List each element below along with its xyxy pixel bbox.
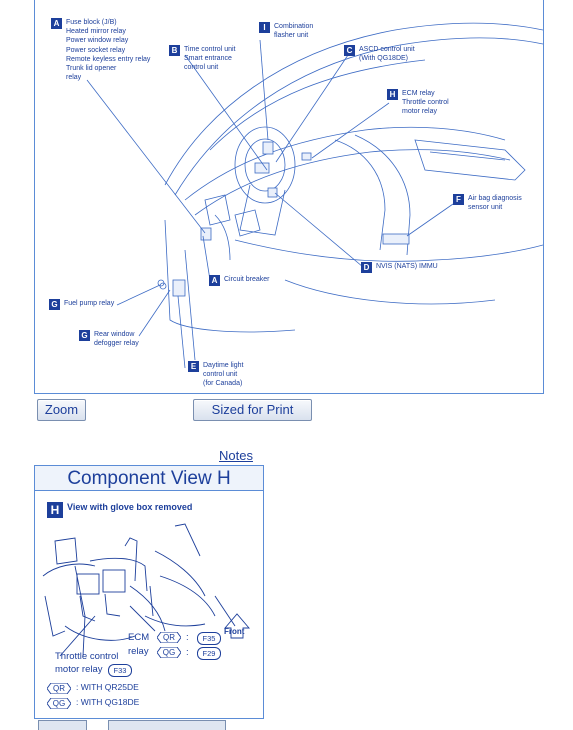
throttle-label-line2: motor relay bbox=[55, 664, 103, 675]
callout-airbag-sensor: F Air bag diagnosis sensor unit bbox=[453, 194, 522, 212]
callout-badge: I bbox=[259, 22, 270, 33]
callout-line: Smart entrance bbox=[184, 55, 232, 63]
qr-badge-ecm: QR bbox=[157, 632, 181, 643]
callout-line: Heated mirror relay bbox=[66, 28, 126, 36]
sized-for-print-button[interactable]: Sized for Print bbox=[193, 399, 312, 421]
callout-rear-window-defogger: G Rear window defogger relay bbox=[79, 330, 139, 348]
callout-line: control unit bbox=[203, 371, 238, 379]
callout-badge: E bbox=[188, 361, 199, 372]
zoom-button[interactable]: Zoom bbox=[37, 399, 86, 421]
callout-time-control-unit: B Time control unit Smart entrance contr… bbox=[169, 45, 235, 73]
connector-f35: F35 bbox=[197, 632, 221, 645]
partial-print-button[interactable] bbox=[108, 720, 226, 730]
front-label: Front bbox=[224, 627, 245, 636]
callout-line: Fuel pump relay bbox=[64, 300, 115, 307]
component-view-badge: H bbox=[47, 502, 63, 518]
connector-f29: F29 bbox=[197, 647, 221, 660]
callout-line: (With QG18DE) bbox=[359, 55, 409, 63]
qr-badge-text: QR bbox=[163, 633, 175, 642]
callout-badge: G bbox=[49, 299, 60, 310]
bottom-partial-buttons bbox=[38, 718, 226, 730]
legend-qr-label: : WITH QR25DE bbox=[76, 682, 139, 692]
notes-link[interactable]: Notes bbox=[219, 448, 253, 463]
callout-line: sensor unit bbox=[468, 204, 503, 212]
callout-line: relay bbox=[66, 74, 82, 82]
throttle-label-line1: Throttle control bbox=[55, 651, 119, 662]
callout-line: Trunk lid opener bbox=[66, 65, 117, 73]
callout-circuit-breaker: A Circuit breaker bbox=[209, 275, 270, 286]
legend-qg-badge: QG bbox=[47, 698, 71, 709]
callout-line: Rear window bbox=[94, 331, 135, 338]
callout-nvis-immu: D NVIS (NATS) IMMU bbox=[361, 262, 438, 273]
callout-line: (for Canada) bbox=[203, 380, 243, 388]
callout-line: control unit bbox=[184, 64, 219, 72]
callout-line: motor relay bbox=[402, 108, 438, 116]
callout-line: NVIS (NATS) IMMU bbox=[376, 263, 438, 270]
connector-f33: F33 bbox=[108, 664, 132, 677]
callout-line: Circuit breaker bbox=[224, 276, 270, 283]
callout-badge: A bbox=[209, 275, 220, 286]
partial-zoom-button[interactable] bbox=[38, 720, 87, 730]
colon-separator: : bbox=[186, 632, 189, 643]
dashboard-diagram-panel: A Fuse block (J/B) Heated mirror relay P… bbox=[34, 0, 544, 394]
callout-badge: G bbox=[79, 330, 90, 341]
callout-badge: A bbox=[51, 18, 62, 29]
callout-daytime-light: E Daytime light control unit (for Canada… bbox=[188, 361, 243, 389]
component-view-title: Component View H bbox=[35, 466, 263, 491]
callout-badge: H bbox=[387, 89, 398, 100]
callout-line: Fuse block (J/B) bbox=[66, 19, 117, 26]
colon-separator: : bbox=[186, 647, 189, 658]
callout-line: ECM relay bbox=[402, 90, 435, 97]
callout-line: Remote keyless entry relay bbox=[66, 55, 151, 63]
callout-ecm-relay: H ECM relay Throttle control motor relay bbox=[387, 89, 449, 117]
ecm-label: ECM bbox=[128, 632, 150, 643]
callout-badge: F bbox=[453, 194, 464, 205]
callout-line: Throttle control bbox=[402, 99, 449, 107]
callout-badge: C bbox=[344, 45, 355, 56]
callout-line: ASCD control unit bbox=[359, 46, 415, 53]
legend-qg-label: : WITH QG18DE bbox=[76, 697, 140, 707]
callout-line: Daytime light bbox=[203, 362, 244, 369]
callout-line: defogger relay bbox=[94, 340, 139, 348]
callout-line: Time control unit bbox=[184, 46, 236, 53]
callout-line: flasher unit bbox=[274, 32, 309, 40]
callout-ascd-control-unit: C ASCD control unit (With QG18DE) bbox=[344, 45, 415, 63]
component-view-subtitle: View with glove box removed bbox=[67, 502, 193, 512]
callout-fuse-block: A Fuse block (J/B) Heated mirror relay P… bbox=[51, 18, 150, 82]
relay-label: relay bbox=[128, 646, 149, 657]
legend-qr-badge: QR bbox=[47, 683, 71, 694]
legend-qr-text: QR bbox=[53, 684, 65, 693]
dashboard-line-drawing bbox=[86, 22, 543, 369]
glove-box-line-drawing bbox=[42, 523, 250, 657]
callout-combination-flasher: I Combination flasher unit bbox=[259, 22, 313, 40]
component-view-panel: Component View H H View with glove box r… bbox=[34, 465, 264, 719]
callout-badge: B bbox=[169, 45, 180, 56]
callout-line: Power socket relay bbox=[66, 46, 126, 54]
legend-qg-text: QG bbox=[52, 699, 66, 708]
callout-badge: D bbox=[361, 262, 372, 273]
qg-badge-text: QG bbox=[162, 648, 176, 657]
callout-fuel-pump-relay: G Fuel pump relay bbox=[49, 299, 114, 310]
callout-line: Air bag diagnosis bbox=[468, 195, 522, 202]
callout-line: Power window relay bbox=[66, 37, 129, 45]
callout-line: Combination bbox=[274, 23, 314, 30]
qg-badge-ecm: QG bbox=[157, 647, 181, 658]
